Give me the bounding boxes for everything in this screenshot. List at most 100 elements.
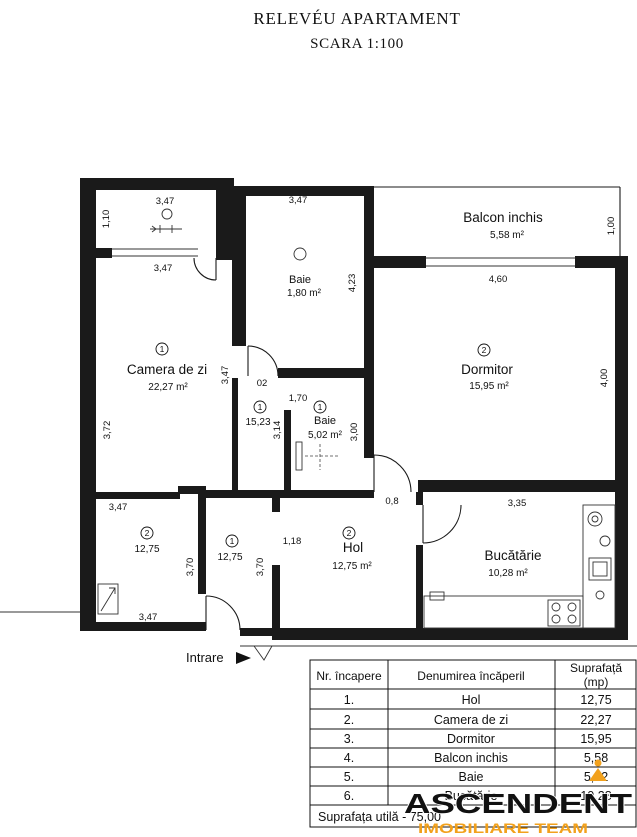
room-area: 15,23 bbox=[245, 417, 270, 428]
room-balcon: Balcon inchis 5,58 m² 1,00 bbox=[463, 210, 617, 241]
table-cell: Hol bbox=[462, 693, 481, 707]
room-number: 1 bbox=[160, 344, 165, 354]
header: RELEVÉU APARTAMENT SCARA 1:100 bbox=[253, 9, 460, 52]
room-area: 5,58 m² bbox=[490, 230, 525, 241]
plan-scale: SCARA 1:100 bbox=[310, 36, 404, 52]
dimension-label: 4,60 bbox=[489, 274, 508, 285]
dimension-label: 3,47 bbox=[154, 263, 173, 274]
doors bbox=[193, 257, 462, 631]
wall bbox=[234, 186, 374, 196]
room-bucatarie: 0,8 3,35 Bucătărie 10,28 m² bbox=[385, 496, 541, 579]
table-cell: 12,75 bbox=[580, 693, 611, 707]
table-row: 4. Balcon inchis 5,58 bbox=[344, 751, 608, 765]
wall bbox=[96, 492, 180, 499]
room-number: 2 bbox=[482, 345, 487, 355]
wall bbox=[416, 545, 423, 628]
dimension-label: 3,47 bbox=[109, 502, 128, 513]
table-header-area: Suprafață bbox=[570, 661, 622, 675]
wall bbox=[96, 248, 112, 258]
dimension-label: 3,47 bbox=[220, 366, 231, 385]
room-number-badge: 2 bbox=[477, 343, 491, 357]
table-cell: 2. bbox=[344, 713, 354, 727]
table-cell: 5. bbox=[344, 770, 354, 784]
table-header-nr: Nr. încapere bbox=[316, 669, 382, 683]
room-name: Baie bbox=[289, 274, 311, 286]
wall bbox=[615, 268, 628, 492]
wall bbox=[272, 498, 280, 512]
table-cell: 10,28 bbox=[580, 789, 611, 803]
plan-title: RELEVÉU APARTAMENT bbox=[253, 9, 460, 28]
table-row: 2. Camera de zi 22,27 bbox=[344, 713, 612, 727]
room-number: 1 bbox=[318, 402, 323, 412]
table-header-name: Denumirea încăperil bbox=[417, 669, 524, 683]
rooms-table: Nr. încapere Denumirea încăperil Suprafa… bbox=[309, 659, 637, 828]
room-name: Dormitor bbox=[461, 362, 513, 377]
table-cell: Baie bbox=[458, 770, 483, 784]
table-cell: Balcon inchis bbox=[434, 751, 508, 765]
wall bbox=[278, 368, 374, 378]
room-number-badge: 1 bbox=[253, 400, 267, 414]
room-hol-intrare: 1 12,75 3,70 1,18 bbox=[217, 534, 302, 577]
dimension-label: 1,18 bbox=[283, 536, 302, 547]
room-name: Camera de zi bbox=[127, 362, 207, 377]
logo-name: ASCENDENT bbox=[404, 788, 632, 819]
room-dormitor: 4,60 2 Dormitor 15,95 m² 4,00 bbox=[461, 274, 610, 392]
room-area: 5,02 m² bbox=[308, 430, 343, 441]
entrance-label: Intrare bbox=[186, 650, 224, 665]
dimension-label: 3,72 bbox=[102, 421, 113, 440]
room-area: 15,95 m² bbox=[469, 381, 509, 392]
dimension-label: 3,00 bbox=[349, 423, 360, 442]
agency-logo: ASCENDENT IMOBILIARE TEAM bbox=[403, 759, 633, 836]
shower-icon bbox=[295, 441, 340, 471]
room-baie: 1,70 1 Baie 5,02 m² 3,00 bbox=[289, 393, 360, 441]
wall bbox=[80, 178, 96, 631]
wall bbox=[178, 486, 206, 494]
wall bbox=[80, 178, 220, 190]
wall bbox=[272, 565, 280, 628]
room-camera-de-zi: 3,47 1 Camera de zi 22,27 m² 3,72 3,47 bbox=[102, 263, 231, 439]
entrance-step bbox=[253, 645, 273, 661]
room-area: 12,75 bbox=[134, 544, 159, 555]
table-cell: Dormitor bbox=[447, 732, 495, 746]
table-row: 3. Dormitor 15,95 bbox=[344, 732, 612, 746]
table-cell: 6. bbox=[344, 789, 354, 803]
table-cell: Bucătărie bbox=[445, 789, 498, 803]
wall bbox=[198, 494, 206, 594]
logo-tagline: IMOBILIARE TEAM bbox=[418, 821, 588, 836]
door-dormitor bbox=[373, 454, 412, 493]
windows-and-outlines bbox=[0, 186, 637, 661]
fixtures bbox=[97, 208, 616, 629]
table-header-unit: (mp) bbox=[584, 675, 609, 689]
dimension-label: 4,23 bbox=[347, 274, 358, 293]
room-camera-jos: 3,47 2 12,75 3,70 3,47 bbox=[109, 502, 196, 623]
room-number: 1 bbox=[258, 402, 263, 412]
room-name: Bucătărie bbox=[484, 548, 541, 563]
room-area: 22,27 m² bbox=[148, 382, 188, 393]
room-number-badge: 1 bbox=[313, 400, 327, 414]
room-area: 12,75 m² bbox=[332, 561, 372, 572]
wall bbox=[232, 378, 238, 492]
table-cell: 5,58 bbox=[584, 751, 608, 765]
table-cell: 1. bbox=[344, 693, 354, 707]
wall bbox=[232, 196, 246, 346]
room-hol-mic: 02 1 15,23 3,14 bbox=[245, 378, 283, 439]
table-cell: Camera de zi bbox=[434, 713, 508, 727]
dimension-label: 3,47 bbox=[139, 612, 158, 623]
room-number-badge: 2 bbox=[342, 526, 356, 540]
dimension-label: 1,10 bbox=[101, 210, 112, 229]
room-number: 2 bbox=[145, 528, 150, 538]
door-baie-sus bbox=[247, 345, 279, 377]
table-row: 1. Hol 12,75 bbox=[344, 693, 612, 707]
room-baie-sus: 3,47 Baie 1,80 m² 4,23 bbox=[287, 195, 358, 299]
dimension-label: 0,8 bbox=[385, 496, 398, 507]
wall bbox=[374, 256, 426, 268]
room-area: 12,75 bbox=[217, 552, 242, 563]
boiler-icon bbox=[150, 208, 182, 233]
dimension-label: 3,70 bbox=[255, 558, 266, 577]
walls bbox=[80, 178, 628, 640]
wall bbox=[284, 410, 291, 492]
dimension-label: 3,47 bbox=[289, 195, 308, 206]
table-cell: 15,95 bbox=[580, 732, 611, 746]
dimension-label: 1,70 bbox=[289, 393, 308, 404]
